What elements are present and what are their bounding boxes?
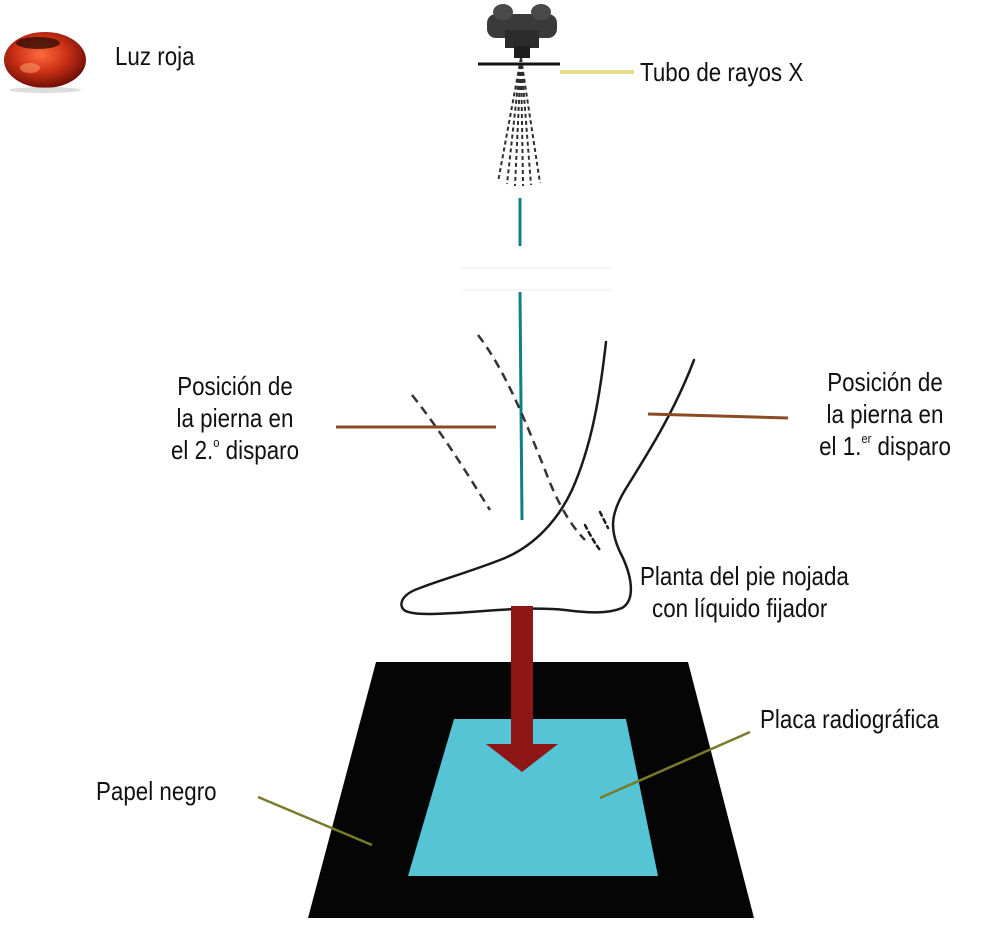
- label-first-shot-line2: la pierna en: [826, 399, 944, 429]
- leg-outline-second-shot: [411, 334, 586, 541]
- label-foot-sole-line2: con líquido fijador: [652, 593, 828, 623]
- xray-beams: [497, 57, 541, 187]
- label-second-shot-position: Posición de la pierna en el 2.o disparo: [128, 370, 343, 466]
- label-black-paper: Papel negro: [96, 776, 217, 806]
- label-first-shot-suffix: disparo: [871, 431, 951, 461]
- label-second-shot-line1: Posición de: [177, 371, 293, 401]
- label-first-shot-sup: er: [861, 431, 872, 446]
- red-light-icon: [4, 32, 86, 93]
- label-first-shot-line3: el 1.er disparo: [778, 430, 993, 462]
- label-second-shot-suffix: disparo: [219, 435, 300, 465]
- label-first-shot-prefix: el 1.: [819, 431, 862, 461]
- label-first-shot-position: Posición de la pierna en el 1.er disparo: [778, 366, 993, 462]
- label-red-light: Luz roja: [115, 41, 195, 71]
- label-second-shot-line3: el 2.o disparo: [128, 434, 343, 466]
- label-foot-sole: Planta del pie nojada con líquido fijado…: [640, 560, 898, 624]
- label-first-shot-line1: Posición de: [827, 367, 943, 397]
- leader-line-first-shot: [647, 412, 789, 420]
- label-second-shot-prefix: el 2.: [170, 435, 214, 465]
- down-arrow-icon: [486, 606, 558, 772]
- leader-line-plate: [599, 730, 751, 800]
- leg-foot-outline: [400, 340, 696, 616]
- label-xray-tube: Tubo de rayos X: [640, 57, 804, 87]
- xray-plate: [408, 719, 658, 876]
- label-xray-plate: Placa radiográfica: [760, 704, 939, 734]
- central-beam-line: [462, 198, 612, 521]
- leader-line-paper: [257, 795, 373, 847]
- label-foot-sole-line1: Planta del pie nojada: [640, 561, 849, 591]
- label-second-shot-sup: o: [213, 435, 220, 450]
- label-second-shot-line2: la pierna en: [176, 403, 294, 433]
- xray-tube-icon: [478, 4, 560, 66]
